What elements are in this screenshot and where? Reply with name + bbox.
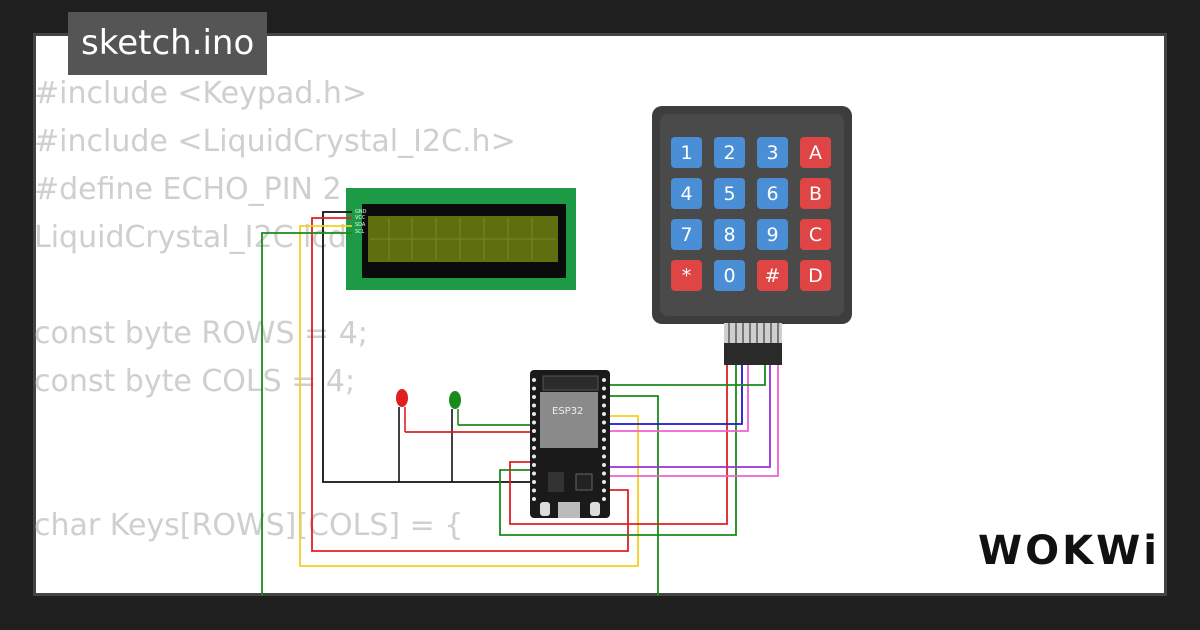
keypad-key-6[interactable]: 6 bbox=[757, 178, 788, 209]
wires bbox=[261, 211, 779, 596]
wokwi-logo: WOKWi bbox=[978, 528, 1160, 574]
keypad-key-label: 4 bbox=[680, 183, 692, 205]
keypad-key-5[interactable]: 5 bbox=[714, 178, 745, 209]
keypad-key-star[interactable]: * bbox=[671, 260, 702, 291]
keypad-key-9[interactable]: 9 bbox=[757, 219, 788, 250]
keypad-key-label: C bbox=[809, 224, 822, 246]
esp32-pin[interactable] bbox=[602, 463, 606, 467]
code-line: #include <LiquidCrystal_I2C.h> bbox=[34, 124, 516, 159]
esp32-pin[interactable] bbox=[532, 386, 536, 391]
keypad-key-label: 8 bbox=[723, 224, 735, 246]
keypad-key-b[interactable]: B bbox=[800, 178, 831, 209]
lcd-module[interactable]: GND VCC SDA SCL bbox=[346, 188, 576, 290]
lcd-pin-scl: SCL bbox=[355, 229, 365, 235]
bottom-bar bbox=[0, 596, 1200, 630]
keypad-key-label: # bbox=[765, 265, 781, 287]
keypad-key-7[interactable]: 7 bbox=[671, 219, 702, 250]
esp32-pin[interactable] bbox=[532, 403, 536, 408]
keypad-key-label: 3 bbox=[766, 142, 778, 164]
code-editor-background: #include <Keypad.h> #include <LiquidCryst… bbox=[34, 70, 551, 550]
keypad-key-label: 2 bbox=[723, 142, 735, 164]
esp32-pin[interactable] bbox=[602, 403, 606, 408]
green-led[interactable] bbox=[449, 391, 461, 482]
esp32-pin[interactable] bbox=[602, 395, 606, 399]
keypad-module[interactable]: 1 2 3 A 4 5 6 B 7 8 9 C * 0 # D bbox=[652, 106, 852, 365]
esp32-pin[interactable] bbox=[532, 488, 536, 493]
keypad-key-d[interactable]: D bbox=[800, 260, 831, 291]
esp32-pin[interactable] bbox=[602, 454, 606, 459]
keypad-key-8[interactable]: 8 bbox=[714, 219, 745, 250]
esp32-pin[interactable] bbox=[532, 446, 536, 450]
keypad-key-4[interactable]: 4 bbox=[671, 178, 702, 209]
esp32-pin[interactable] bbox=[532, 420, 536, 425]
esp32-pin[interactable] bbox=[602, 412, 606, 416]
keypad-key-label: 9 bbox=[766, 224, 778, 246]
keypad-key-label: B bbox=[809, 183, 822, 205]
keypad-key-0[interactable]: 0 bbox=[714, 260, 745, 291]
esp32-pin[interactable] bbox=[532, 480, 536, 484]
keypad-key-label: 6 bbox=[766, 183, 778, 205]
esp32-pin[interactable] bbox=[532, 471, 536, 476]
esp32-pin[interactable] bbox=[602, 386, 606, 391]
keypad-key-2[interactable]: 2 bbox=[714, 137, 745, 168]
esp32-pin[interactable] bbox=[602, 437, 606, 442]
esp32-pin[interactable] bbox=[532, 437, 536, 442]
keypad-key-label: 5 bbox=[723, 183, 735, 205]
esp32-pin[interactable] bbox=[532, 463, 536, 467]
esp32-pin[interactable] bbox=[602, 420, 606, 425]
esp32-pin[interactable] bbox=[602, 488, 606, 493]
esp32-pin[interactable] bbox=[602, 378, 606, 382]
esp32-pin[interactable] bbox=[602, 480, 606, 484]
red-led[interactable] bbox=[396, 389, 408, 482]
keypad-key-label: 1 bbox=[680, 142, 692, 164]
esp32-pin[interactable] bbox=[602, 497, 606, 501]
usb-port bbox=[558, 502, 580, 518]
esp32-pin[interactable] bbox=[532, 429, 536, 433]
esp32-chip bbox=[540, 392, 598, 448]
esp32-pin[interactable] bbox=[532, 395, 536, 399]
code-line: #include <Keypad.h> bbox=[34, 76, 368, 111]
code-line: const byte ROWS = 4; bbox=[34, 316, 368, 351]
esp32-pin[interactable] bbox=[532, 454, 536, 459]
code-line: #define ECHO_PIN 2 bbox=[34, 172, 342, 207]
keypad-key-a[interactable]: A bbox=[800, 137, 831, 168]
code-line: char Keys[ROWS][COLS] = { bbox=[34, 508, 464, 543]
esp32-pin[interactable] bbox=[602, 429, 606, 433]
lcd-pin-gnd: GND bbox=[355, 209, 367, 215]
keypad-key-3[interactable]: 3 bbox=[757, 137, 788, 168]
code-line: const byte COLS = 4; bbox=[34, 364, 356, 399]
esp32-pin[interactable] bbox=[532, 378, 536, 382]
keypad-key-label: 7 bbox=[680, 224, 692, 246]
keypad-key-1[interactable]: 1 bbox=[671, 137, 702, 168]
keypad-key-hash[interactable]: # bbox=[757, 260, 788, 291]
keypad-key-label: A bbox=[809, 142, 822, 164]
keypad-key-label: * bbox=[682, 265, 692, 287]
esp32-board[interactable]: ESP32 bbox=[530, 370, 610, 518]
keypad-key-label: D bbox=[808, 265, 823, 287]
file-tab[interactable]: sketch.ino bbox=[68, 12, 268, 75]
keypad-key-label: 0 bbox=[723, 265, 735, 287]
lcd-pin-vcc: VCC bbox=[355, 215, 366, 221]
keypad-key-c[interactable]: C bbox=[800, 219, 831, 250]
esp32-pin[interactable] bbox=[602, 446, 606, 450]
esp32-pin[interactable] bbox=[532, 497, 536, 501]
lcd-pin-sda: SDA bbox=[355, 222, 366, 228]
esp32-label: ESP32 bbox=[552, 406, 583, 417]
esp32-pin[interactable] bbox=[532, 412, 536, 416]
esp32-pin[interactable] bbox=[602, 471, 606, 476]
